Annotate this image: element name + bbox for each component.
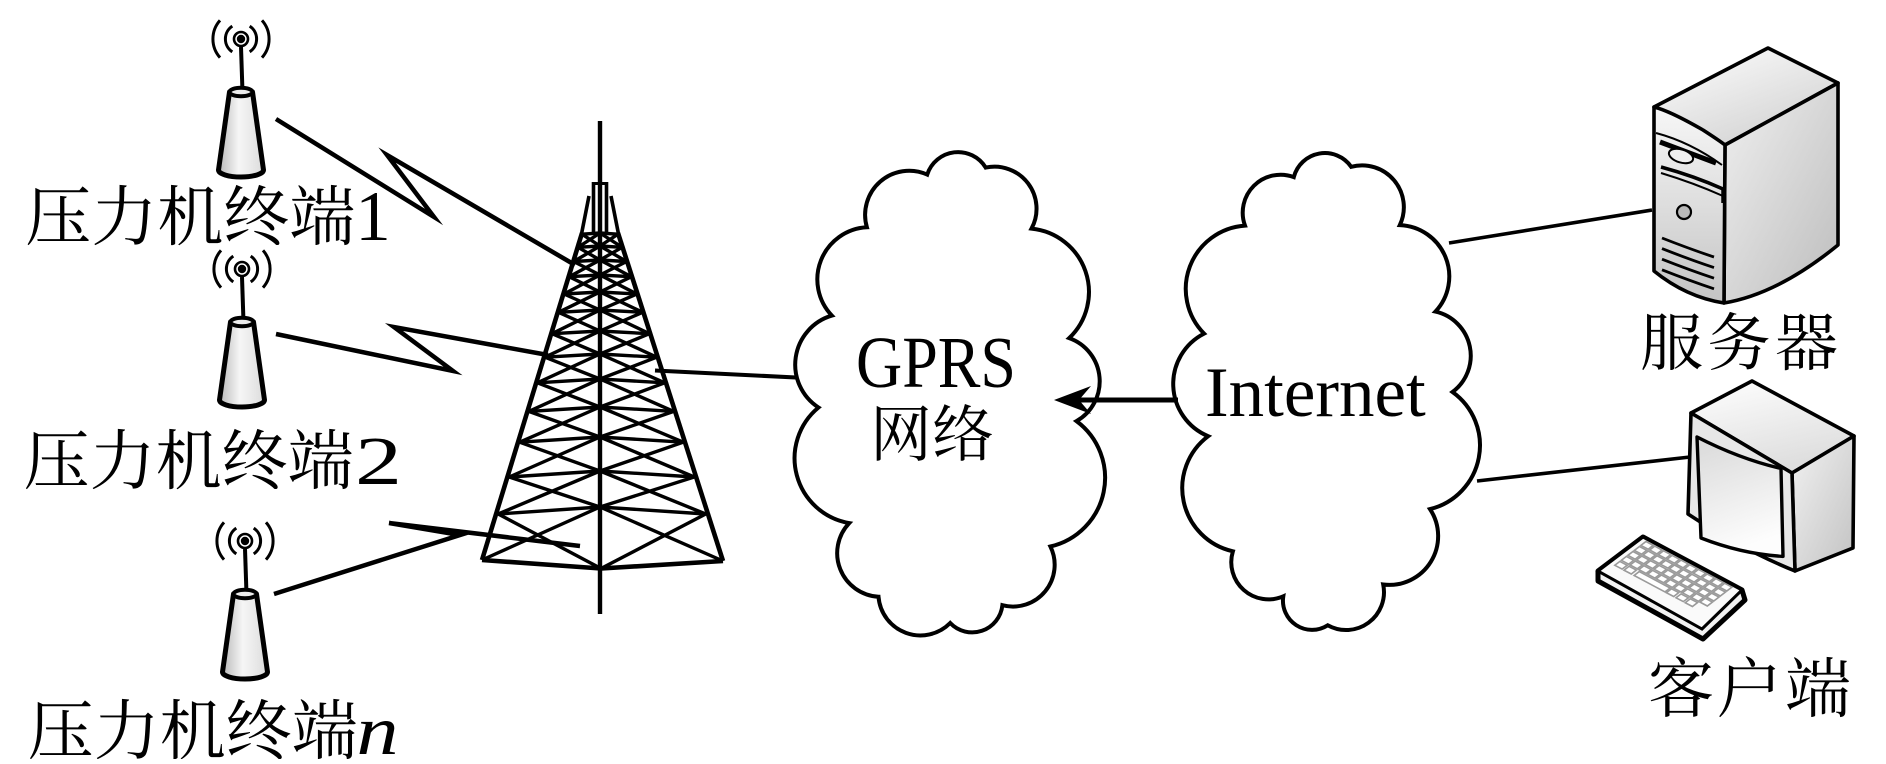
svg-text:n: n <box>357 693 399 759</box>
svg-text:2: 2 <box>355 423 402 499</box>
svg-text:1: 1 <box>355 178 391 256</box>
svg-text:GPRS: GPRS <box>856 322 1016 403</box>
svg-text:Internet: Internet <box>1205 354 1426 432</box>
